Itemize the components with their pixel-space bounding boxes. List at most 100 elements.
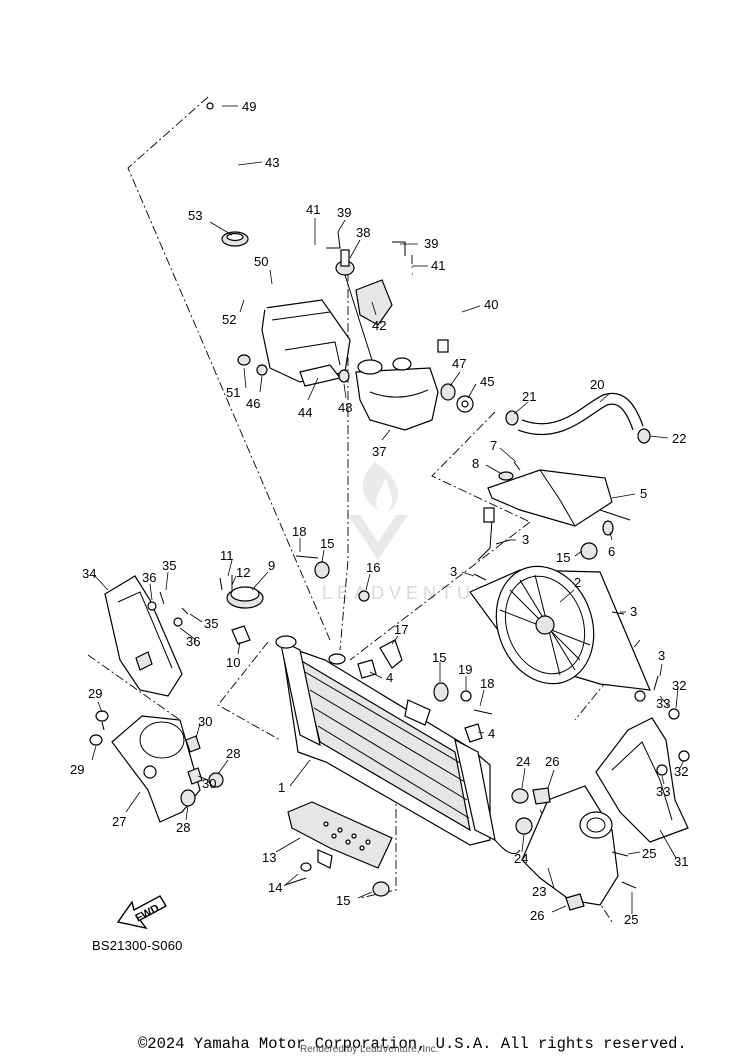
callout-51: 51 [226,385,240,400]
callout-35-bottom: 35 [204,616,218,631]
right-bracket [511,785,637,911]
callout-19: 19 [458,662,472,677]
reservoir-cover [261,299,351,387]
callout-16: 16 [366,560,380,575]
callout-1: 1 [278,780,285,795]
misc-bolts [147,461,659,872]
callout-6: 6 [608,544,615,559]
callout-52: 52 [222,312,236,327]
callout-32-bottom: 32 [674,764,688,779]
callout-28-bottom: 28 [176,820,190,835]
callout-41-right: 41 [431,258,445,273]
bolt-set-top [234,283,291,312]
callout-3-b: 3 [450,564,457,579]
diagram-code: BS21300-S060 [92,938,183,953]
callout-13: 13 [262,850,276,865]
callout-17: 17 [394,622,408,637]
callout-24-top: 24 [516,754,530,769]
callout-3-a: 3 [522,532,529,547]
hose-clamp [221,231,249,247]
callout-10: 10 [226,655,240,670]
callout-33-top: 33 [656,696,670,711]
callout-18-top: 18 [292,524,306,539]
copyright-notice: ©2024 Yamaha Motor Corporation, U.S.A. A… [138,1035,687,1053]
callout-50: 50 [254,254,268,269]
cooling-fan [469,507,651,691]
leader-lines [91,105,685,914]
right-side-cover [595,690,690,843]
callout-labels: 49 43 53 41 39 38 39 41 50 40 52 42 47 4… [70,99,688,927]
fan-shroud [487,469,631,527]
callout-3-d: 3 [658,648,665,663]
radiator [275,635,521,855]
callout-12: 12 [236,565,250,580]
callout-31: 31 [674,854,688,869]
callout-4-b: 4 [488,726,495,741]
callout-36-top: 36 [142,570,156,585]
radiator-guard [284,801,393,886]
watermark-logo [348,462,408,560]
callout-4-a: 4 [386,670,393,685]
rendered-by-credit: Rendered by LeadVenture, Inc. [300,1044,439,1055]
callout-27: 27 [112,814,126,829]
callout-3-c: 3 [630,604,637,619]
callout-44: 44 [298,405,312,420]
radiator-cap [226,586,264,609]
callout-36-bottom: 36 [186,634,200,649]
callout-25-bottom: 25 [624,912,638,927]
callout-40: 40 [484,297,498,312]
callout-34: 34 [82,566,96,581]
radiator-mount-hardware [295,520,614,897]
callout-35-top: 35 [162,558,176,573]
callout-38: 38 [356,225,370,240]
cap-stopper [219,575,251,645]
callout-21: 21 [522,389,536,404]
radiator-bracket [357,639,483,743]
left-side-cover [104,575,183,697]
callout-39-right: 39 [424,236,438,251]
callout-47: 47 [452,356,466,371]
callout-26-top: 26 [545,754,559,769]
callout-23: 23 [532,884,546,899]
callout-39-top: 39 [337,205,351,220]
callout-15-d: 15 [336,893,350,908]
callout-15-c: 15 [432,650,446,665]
callout-43: 43 [265,155,279,170]
callout-2: 2 [574,575,581,590]
callout-24-bottom: 24 [514,851,528,866]
callout-37: 37 [372,444,386,459]
reservoir-grommets [237,354,350,383]
callout-29-bottom: 29 [70,762,84,777]
overflow-hose [206,102,301,242]
callout-46: 46 [246,396,260,411]
callout-20: 20 [590,377,604,392]
callout-30-bottom: 30 [202,776,216,791]
callout-45: 45 [480,374,494,389]
reservoir-nuts [440,383,474,413]
callout-22: 22 [672,431,686,446]
callout-49: 49 [242,99,256,114]
callout-32-top: 32 [672,678,686,693]
callout-5: 5 [640,486,647,501]
callout-42: 42 [372,318,386,333]
callout-53: 53 [188,208,202,223]
callout-8: 8 [472,456,479,471]
callout-28-top: 28 [226,746,240,761]
fwd-arrow-icon: FWD [116,895,167,930]
fwd-label: FWD [134,902,162,924]
callout-9: 9 [268,558,275,573]
callout-14: 14 [268,880,282,895]
radiator-hose [505,392,651,444]
callout-48: 48 [338,400,352,415]
callout-26-bottom: 26 [530,908,544,923]
callout-7: 7 [490,438,497,453]
callout-11: 11 [220,548,234,563]
callout-18-bottom: 18 [480,676,494,691]
reservoir-bracket [355,279,393,326]
callout-25-top: 25 [642,846,656,861]
reservoir-cap-fitting [326,231,464,361]
callout-33-bottom: 33 [656,784,670,799]
left-bracket [89,710,224,823]
reservoir-tank [355,357,439,431]
callout-30-top: 30 [198,714,212,729]
